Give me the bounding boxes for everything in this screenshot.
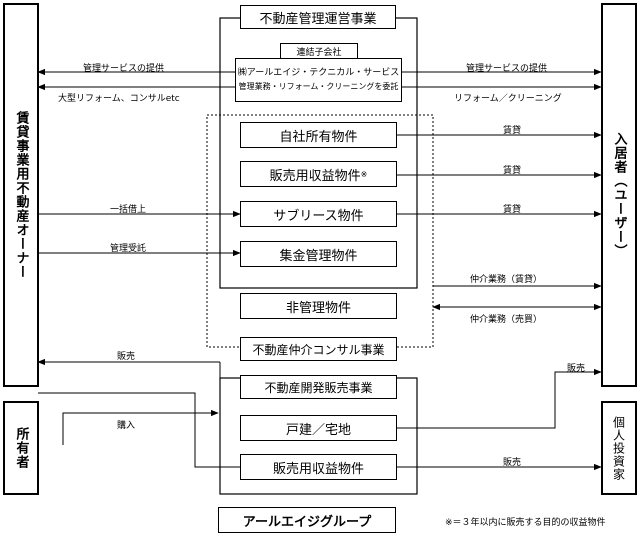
flow-management-contract: 管理受託 bbox=[110, 244, 147, 254]
development-title-box: 不動産開発販売事業 bbox=[240, 375, 397, 399]
development-house: 戸建／宅地 bbox=[240, 415, 397, 441]
property-for-sale-label: 販売用収益物件 bbox=[269, 168, 361, 184]
flow-sale-to-resident: 販売 bbox=[567, 364, 586, 374]
property-own-label: 自社所有物件 bbox=[279, 129, 358, 145]
resident-label: 入居者（ユーザー） bbox=[611, 132, 627, 258]
subsidiary-tag-label: 連結子会社 bbox=[296, 47, 342, 58]
property-collection: 集金管理物件 bbox=[240, 241, 397, 267]
development-income-property: 販売用収益物件 bbox=[240, 454, 397, 480]
footnote: ※＝３年以内に販売する目的の収益物件 bbox=[445, 518, 606, 528]
property-sublease: サブリース物件 bbox=[240, 201, 397, 227]
flow-left-service-top: 管理サービスの提供 bbox=[83, 64, 165, 74]
property-unmanaged-label: 非管理物件 bbox=[285, 300, 351, 316]
consulting-frame bbox=[206, 114, 434, 348]
group-label: アールエイジグループ bbox=[242, 514, 372, 530]
holder-label: 所有者 bbox=[13, 427, 29, 469]
flow-rent-2: 賃貸 bbox=[503, 166, 522, 176]
flow-sale-to-investor: 販売 bbox=[503, 458, 522, 468]
flow-brokerage-rent: 仲介業務（賃貸） bbox=[470, 275, 543, 285]
flow-rent-3: 賃貸 bbox=[503, 205, 522, 215]
investor-label: 個人投資家 bbox=[611, 415, 626, 481]
development-house-label: 戸建／宅地 bbox=[285, 422, 351, 438]
property-sublease-label: サブリース物件 bbox=[273, 208, 364, 224]
subsidiary-name: ㈱アールエイジ・テクニカル・サービス bbox=[237, 68, 400, 78]
owner-label: 賃貸事業用不動産オーナー bbox=[13, 111, 29, 279]
subsidiary-tag: 連結子会社 bbox=[280, 43, 358, 59]
flow-bulk-lease: 一括借上 bbox=[110, 205, 147, 215]
arrow-purchase bbox=[62, 409, 219, 445]
flow-rent-1: 賃貸 bbox=[503, 126, 522, 136]
property-for-sale: 販売用収益物件※ bbox=[240, 161, 397, 187]
resident-box: 入居者（ユーザー） bbox=[601, 3, 637, 387]
consulting-title-box: 不動産仲介コンサル事業 bbox=[240, 337, 397, 361]
development-title: 不動産開発販売事業 bbox=[264, 380, 373, 395]
investor-box: 個人投資家 bbox=[601, 401, 637, 495]
holder-box: 所有者 bbox=[3, 401, 39, 495]
development-income-label: 販売用収益物件 bbox=[272, 461, 364, 477]
line-owner-to-income bbox=[38, 392, 240, 468]
group-label-box: アールエイジグループ bbox=[218, 507, 396, 533]
property-own: 自社所有物件 bbox=[240, 122, 397, 148]
flow-sale-to-owner: 販売 bbox=[117, 352, 136, 362]
management-title: 不動産管理運営事業 bbox=[259, 11, 377, 27]
flow-right-service-bottom: リフォーム／クリーニング bbox=[454, 94, 562, 104]
subsidiary-box: ㈱アールエイジ・テクニカル・サービス 管理業務・リフォーム・クリーニングを委託 bbox=[235, 58, 402, 102]
flow-right-service-top: 管理サービスの提供 bbox=[466, 64, 548, 74]
flow-left-service-bottom: 大型リフォーム、コンサルetc bbox=[58, 94, 180, 104]
consulting-title: 不動産仲介コンサル事業 bbox=[252, 342, 385, 357]
flow-purchase: 購入 bbox=[117, 421, 136, 431]
flow-brokerage-sale: 仲介業務（売買） bbox=[470, 315, 543, 325]
owner-box: 賃貸事業用不動産オーナー bbox=[3, 3, 39, 387]
management-title-box: 不動産管理運営事業 bbox=[240, 5, 396, 29]
footnote-mark: ※ bbox=[360, 169, 368, 179]
property-collection-label: 集金管理物件 bbox=[279, 248, 358, 264]
arrow-sale-to-resident bbox=[397, 368, 602, 429]
subsidiary-desc: 管理業務・リフォーム・クリーニングを委託 bbox=[238, 82, 399, 91]
property-unmanaged: 非管理物件 bbox=[240, 293, 397, 319]
